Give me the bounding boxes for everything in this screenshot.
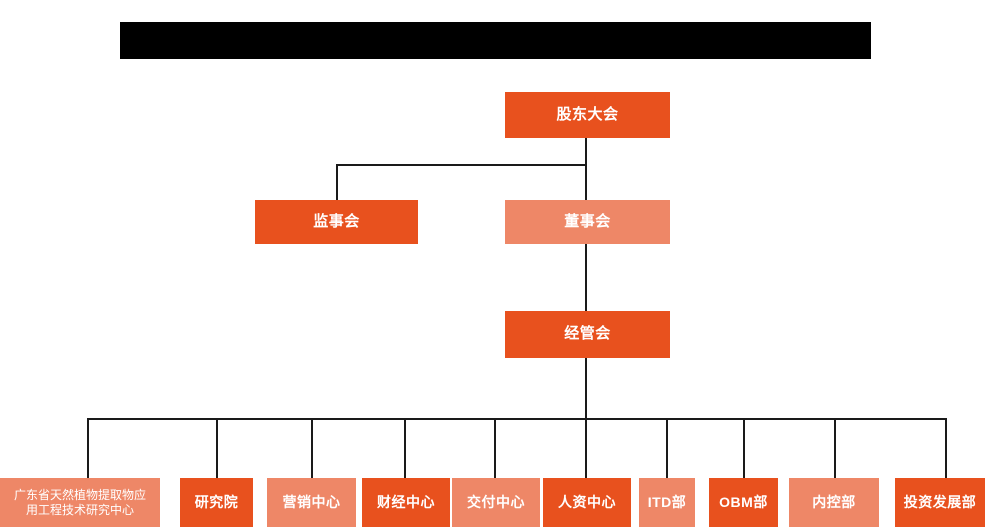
connector-drop-obm-department <box>743 418 745 478</box>
node-hr-center[interactable]: 人资中心 <box>543 478 631 527</box>
node-research-center-line1: 广东省天然植物提取物应 <box>13 487 146 502</box>
connector-shareholders-down <box>585 137 587 165</box>
connector-drop-hr-center <box>585 418 587 478</box>
connector-drop-delivery-center <box>494 418 496 478</box>
node-finance-center[interactable]: 财经中心 <box>362 478 450 527</box>
connector-drop-finance-center <box>404 418 406 478</box>
connector-supervisors-down <box>336 164 338 200</box>
connector-drop-investment-development-department <box>945 418 947 478</box>
node-delivery-center[interactable]: 交付中心 <box>452 478 540 527</box>
connector-drop-internal-control-department <box>834 418 836 478</box>
node-itd-department[interactable]: ITD部 <box>639 478 695 527</box>
node-investment-development-department[interactable]: 投资发展部 <box>895 478 985 527</box>
node-internal-control-department[interactable]: 内控部 <box>789 478 879 527</box>
connector-management-down <box>585 357 587 419</box>
node-research-center-line2: 用工程技术研究中心 <box>25 502 134 517</box>
connector-drop-marketing-center <box>311 418 313 478</box>
connector-directors-to-management <box>585 243 587 311</box>
connector-drop-itd-department <box>666 418 668 478</box>
node-board-of-supervisors[interactable]: 监事会 <box>255 200 418 244</box>
node-board-of-directors[interactable]: 董事会 <box>505 200 670 244</box>
node-research-institute[interactable]: 研究院 <box>180 478 253 527</box>
node-shareholders-meeting[interactable]: 股东大会 <box>505 92 670 138</box>
node-marketing-center[interactable]: 营销中心 <box>267 478 356 527</box>
redacted-title-bar <box>120 22 871 59</box>
connector-bottom-bus <box>87 418 945 420</box>
connector-directors-down <box>585 164 587 200</box>
node-management-committee[interactable]: 经管会 <box>505 311 670 358</box>
node-research-center[interactable]: 广东省天然植物提取物应 用工程技术研究中心 <box>0 478 160 527</box>
node-obm-department[interactable]: OBM部 <box>709 478 778 527</box>
connector-level2-bus <box>336 164 586 166</box>
connector-drop-research-center <box>87 418 89 478</box>
connector-drop-research-institute <box>216 418 218 478</box>
